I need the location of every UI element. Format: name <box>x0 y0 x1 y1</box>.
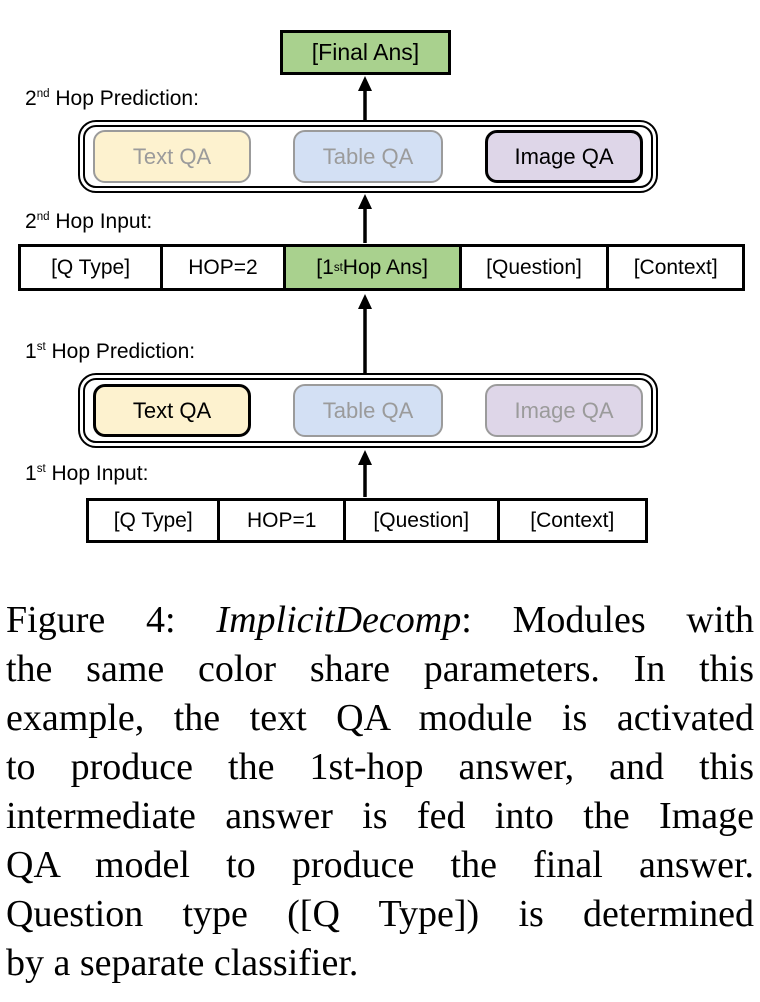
hop2-input-label: 2nd Hop Input: <box>25 210 152 234</box>
hop1-prediction-label: 1st Hop Prediction: <box>25 340 195 364</box>
hop2-module-container-inner: Text QA Table QA Image QA <box>83 125 653 188</box>
hop2-table-qa-label: Table QA <box>322 143 414 169</box>
hop1-image-qa-module: Image QA <box>485 384 643 437</box>
hop1-prediction-num: 1 <box>25 340 37 363</box>
hop1-input-sup: st <box>36 463 46 475</box>
final-ans-box: [Final Ans] <box>280 30 451 75</box>
hop1-input-label: 1st Hop Input: <box>25 462 148 486</box>
hop1-module-container-inner: Text QA Table QA Image QA <box>83 378 653 443</box>
caption-line-5: intermediate answer is fed into the Imag… <box>6 795 754 837</box>
hop2-cell-hop: HOP=2 <box>160 247 283 288</box>
hop1-text-qa-label: Text QA <box>132 397 212 423</box>
hop2-prediction-label: 2nd Hop Prediction: <box>25 87 199 111</box>
hop1-cell-hop: HOP=1 <box>217 501 343 540</box>
caption-line-6: QA model to produce the final answer. <box>6 844 754 886</box>
hop2-image-qa-module: Image QA <box>485 130 643 183</box>
hop2-prediction-sup: nd <box>36 88 50 100</box>
hop2-input-rest: Hop Input: <box>49 210 153 233</box>
final-ans-label: [Final Ans] <box>311 39 420 65</box>
hop2-input-num: 2 <box>25 210 37 233</box>
hop2-cell-qtype: [Q Type] <box>51 255 131 279</box>
hop1-cell-question: [Question] <box>343 501 496 540</box>
hop2-image-qa-label: Image QA <box>514 143 614 169</box>
hop1-table-qa-module: Table QA <box>293 384 443 437</box>
hop2-cell-context: [Context] <box>606 247 742 288</box>
hop2-module-container: Text QA Table QA Image QA <box>78 120 658 193</box>
hop1-prediction-rest: Hop Prediction: <box>45 340 196 363</box>
hop1-module-container: Text QA Table QA Image QA <box>78 373 658 448</box>
caption-line-2: the same color share parameters. In this <box>6 648 754 690</box>
up-arrow-container2-to-final <box>358 76 372 120</box>
caption-line-3: example, the text QA module is activated <box>6 697 754 739</box>
caption-line-7: Question type ([Q Type]) is determined <box>6 893 754 935</box>
hop1-image-qa-label: Image QA <box>514 397 614 423</box>
hop1-cell-qtype: [Q Type] <box>113 508 193 532</box>
hop1-cell-context: [Context] <box>496 501 645 540</box>
caption-line-8: by a separate classifier. <box>6 942 359 984</box>
caption-figure-name-italic: ImplicitDecomp <box>216 599 462 641</box>
hop1-input-num: 1 <box>25 462 37 485</box>
caption-line-4: to produce the 1st-hop answer, and this <box>6 746 754 788</box>
figure-caption: Figure 4: ImplicitDecomp: Modules with t… <box>6 596 754 988</box>
up-arrow-input2-to-container2 <box>358 194 372 243</box>
hop1-prediction-sup: st <box>36 341 46 353</box>
hop1-table-qa-label: Table QA <box>322 397 414 423</box>
hop2-input-sup: nd <box>36 211 50 223</box>
up-arrow-container1-to-input2 <box>358 294 372 374</box>
caption-line-1: Figure 4: ImplicitDecomp: Modules with <box>6 599 754 641</box>
hop2-prediction-num: 2 <box>25 87 37 110</box>
hop2-prediction-rest: Hop Prediction: <box>49 87 199 110</box>
implicitdecomp-diagram: [Final Ans] 2nd Hop Prediction: Text QA … <box>18 30 745 543</box>
hop1-text-qa-module: Text QA <box>93 384 251 437</box>
hop2-table-qa-module: Table QA <box>293 130 443 183</box>
hop2-cell-question: [Question] <box>458 247 607 288</box>
hop2-text-qa-label: Text QA <box>132 143 212 169</box>
hop1-input-rest: Hop Input: <box>45 462 149 485</box>
hop2-text-qa-module: Text QA <box>93 130 251 183</box>
hop1-input-row: [Q Type] HOP=1 [Question] [Context] <box>86 498 648 543</box>
up-arrow-input1-to-container1 <box>358 450 372 497</box>
